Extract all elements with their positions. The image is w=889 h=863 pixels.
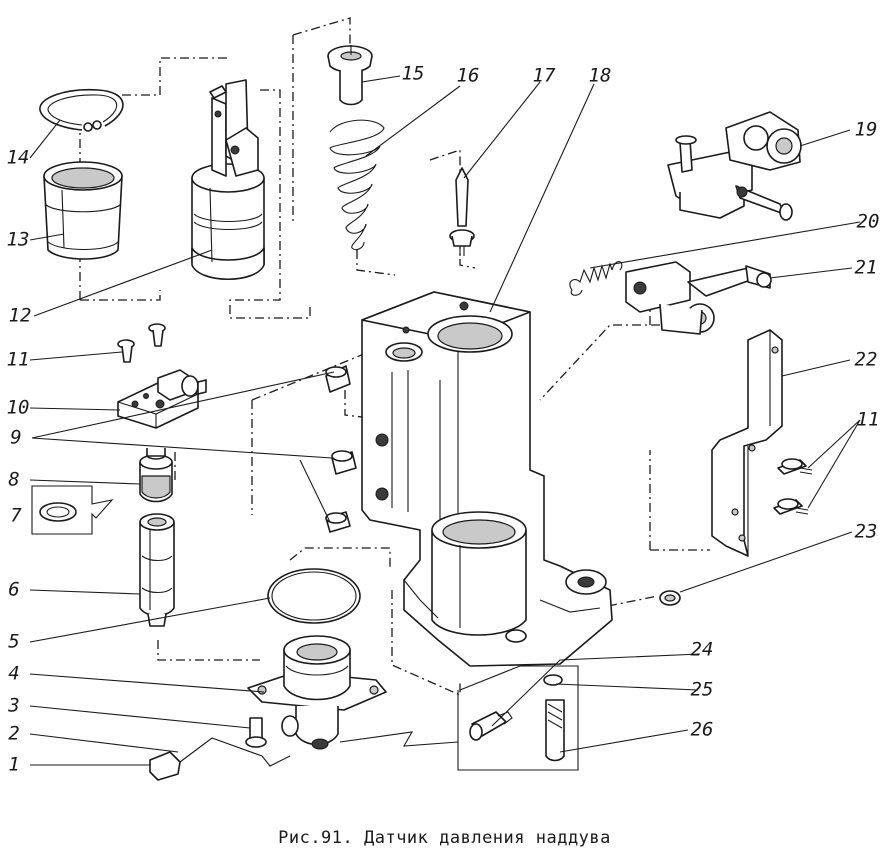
figure-caption: Рис.91. Датчик давления наддува [278,828,611,848]
screws-11-left [117,323,166,363]
o-ring-5 [267,568,361,624]
nozzle-8 [139,448,173,503]
snap-ring-14 [39,88,124,132]
callout-11-left: 11 [6,348,30,371]
wire-2 [179,737,291,767]
callout-14: 14 [6,146,30,169]
lever-21 [625,261,772,335]
nut-23 [659,590,681,606]
callout-2: 2 [8,722,20,745]
callout-21: 21 [854,256,878,279]
callout-22: 22 [854,348,878,371]
lever-19 [667,111,802,221]
callout-7: 7 [10,504,22,527]
washer-7 [31,485,114,535]
callout-26: 26 [690,718,714,741]
plate-10 [117,369,207,429]
plugs-9 [325,365,357,533]
callout-23: 23 [854,520,878,543]
callout-3: 3 [8,694,20,717]
callout-9: 9 [10,426,22,449]
callout-1: 1 [8,753,20,776]
body-18 [361,291,613,667]
callout-15: 15 [401,62,425,85]
seal-1 [149,751,181,781]
callout-12: 12 [8,304,32,327]
screw-3 [245,717,267,748]
callout-19: 19 [854,118,878,141]
callout-6: 6 [8,578,20,601]
callout-11-right: 11 [856,408,880,431]
spring-16 [329,119,385,251]
callout-16: 16 [456,64,480,87]
callout-18: 18 [588,64,612,87]
callout-4: 4 [8,662,20,685]
cap-15 [327,45,373,106]
shaft-6 [139,513,175,627]
callout-10: 10 [6,396,30,419]
callout-5: 5 [8,630,20,653]
piston-12 [191,79,265,281]
callout-13: 13 [6,228,30,251]
needle-17 [449,167,475,256]
callout-20: 20 [856,210,880,233]
bracket-22 [711,329,783,557]
screws-11-right [773,458,813,515]
callout-8: 8 [8,468,20,491]
callout-25: 25 [690,678,714,701]
detail-box-24-26 [339,665,579,771]
sleeve-13 [43,161,123,260]
callout-24: 24 [690,638,714,661]
callout-17: 17 [532,64,556,87]
leader-lines [29,75,861,766]
housing-4 [247,635,387,750]
